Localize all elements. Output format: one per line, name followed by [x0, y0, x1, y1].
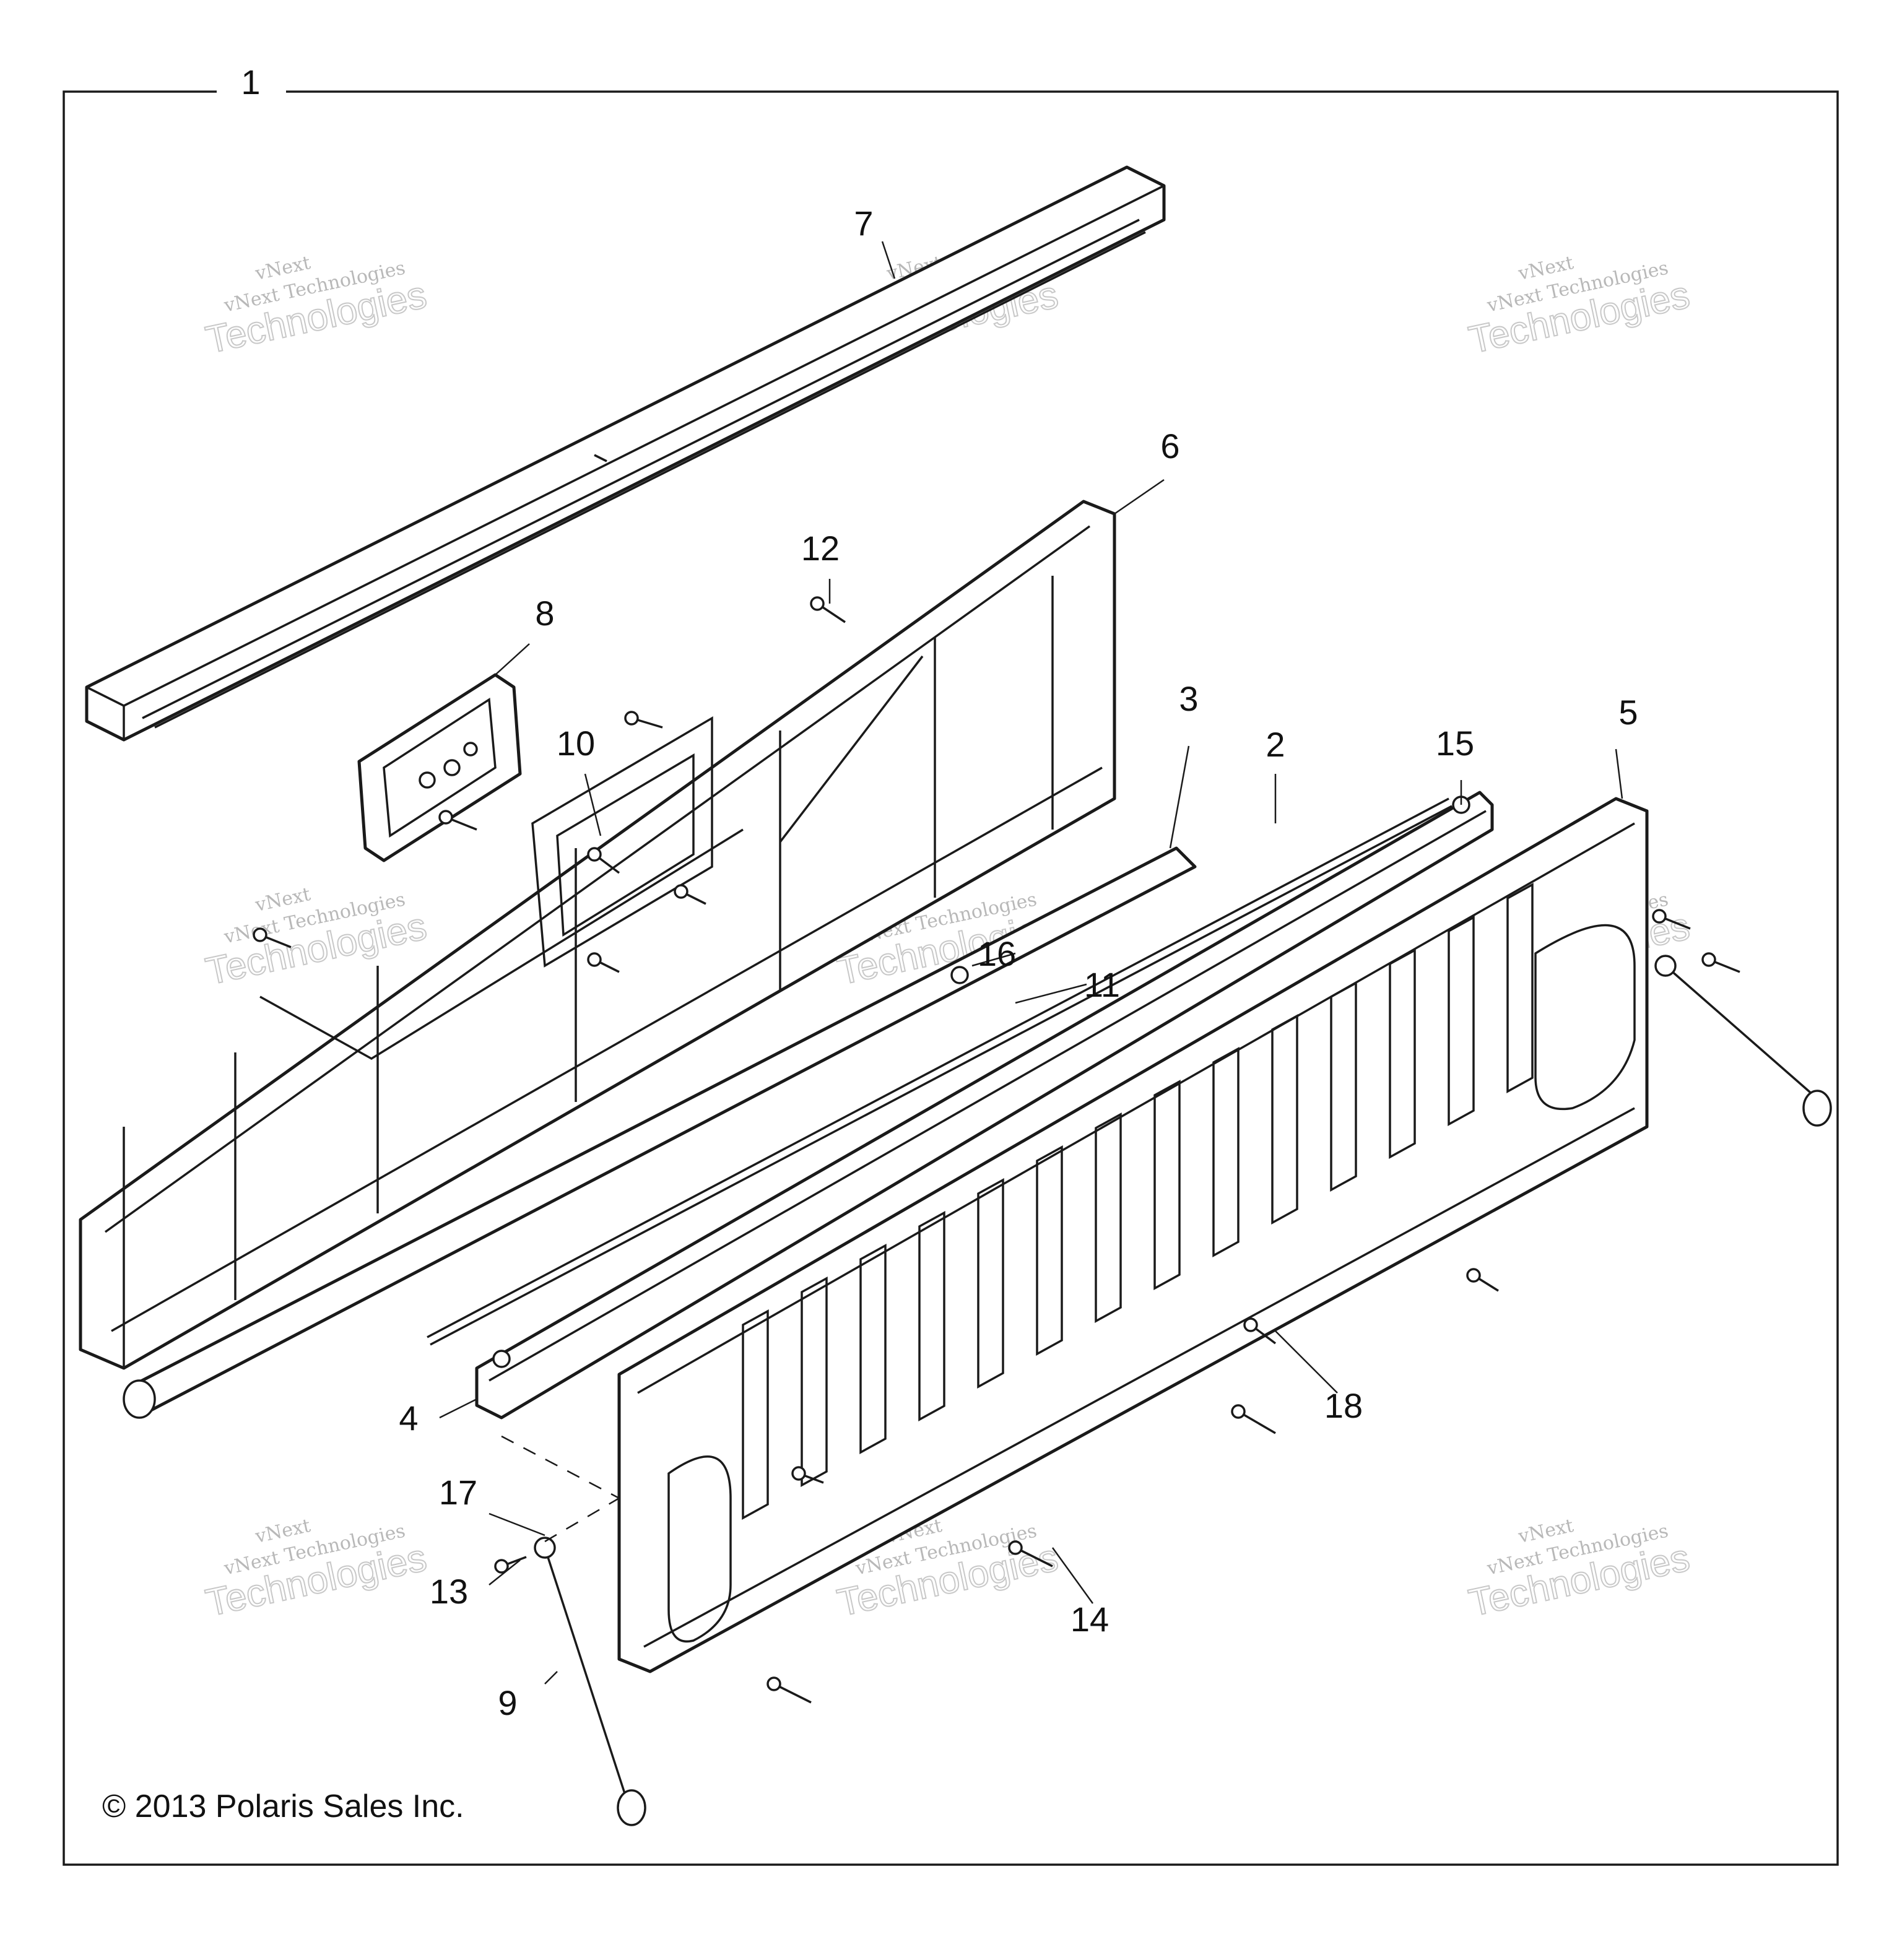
panel-rib: [977, 1178, 1004, 1389]
panel-rib: [1389, 948, 1416, 1159]
panel-rib: [918, 1211, 945, 1421]
panel-rib: [1036, 1145, 1063, 1356]
callout-6: 6: [1160, 427, 1179, 466]
bolt-head: [1466, 1268, 1481, 1283]
panel-ribs: [742, 883, 1534, 1520]
leader-lines: [439, 241, 1623, 1685]
callout-3: 3: [1179, 679, 1198, 718]
lower-bracket-channel: [475, 791, 1494, 1420]
fasteners: [253, 596, 1740, 1704]
callout-15: 15: [1436, 724, 1474, 763]
callout-17: 17: [439, 1473, 477, 1512]
callout-5: 5: [1618, 693, 1638, 732]
assembly-frame: [63, 90, 1839, 1866]
bolt-head: [587, 847, 602, 862]
callout-2: 2: [1266, 725, 1285, 764]
callout-16: 16: [978, 934, 1016, 973]
bolt-head: [1701, 952, 1716, 967]
callout-8: 8: [535, 594, 554, 633]
panel-rib: [1095, 1112, 1122, 1323]
latch-handle: [357, 673, 522, 862]
bolt-head: [624, 711, 639, 726]
callout-4: 4: [399, 1398, 418, 1437]
inner-tailgate-frame: [79, 500, 1116, 1370]
bolt-head: [587, 952, 602, 967]
panel-rib: [801, 1277, 828, 1487]
panel-rib: [1330, 981, 1357, 1192]
panel-rib: [742, 1309, 769, 1520]
callout-12: 12: [801, 529, 840, 568]
support-rod: [427, 797, 1453, 1346]
tailgate-cable-right: [1654, 955, 1832, 1127]
bolt-head: [674, 884, 688, 899]
bolt-head: [253, 927, 267, 942]
tailgate-cable-left: [534, 1537, 646, 1826]
bolt-head: [494, 1559, 509, 1574]
bolt-head: [1008, 1540, 1023, 1555]
hinge-tube: [123, 846, 1197, 1419]
panel-rib: [1153, 1080, 1181, 1290]
copyright-notice: © 2013 Polaris Sales Inc.: [102, 1789, 464, 1824]
callout-1: 1: [241, 63, 260, 102]
bolt-head: [1652, 909, 1667, 924]
panel-rib: [1448, 916, 1475, 1126]
bolt-head: [810, 596, 825, 611]
callout-9: 9: [498, 1683, 517, 1722]
bolt-head: [1243, 1317, 1258, 1332]
bolt-head: [1231, 1404, 1246, 1419]
callout-10: 10: [557, 724, 595, 763]
panel-rib: [859, 1244, 887, 1454]
nut: [950, 966, 969, 984]
callout-13: 13: [430, 1572, 468, 1611]
bolt-head: [766, 1676, 781, 1691]
panel-rib: [1506, 883, 1534, 1093]
nut: [492, 1350, 511, 1368]
bolt-head: [438, 810, 453, 825]
callout-18: 18: [1324, 1386, 1363, 1425]
callout-7: 7: [854, 204, 873, 243]
top-trim-rail: [85, 165, 1166, 742]
callout-14: 14: [1070, 1600, 1109, 1639]
assembly-lines: [501, 1435, 620, 1543]
bolt-head: [791, 1466, 806, 1481]
callout-11: 11: [1084, 965, 1120, 1004]
panel-rib: [1212, 1047, 1240, 1257]
panel-rib: [1271, 1014, 1298, 1225]
